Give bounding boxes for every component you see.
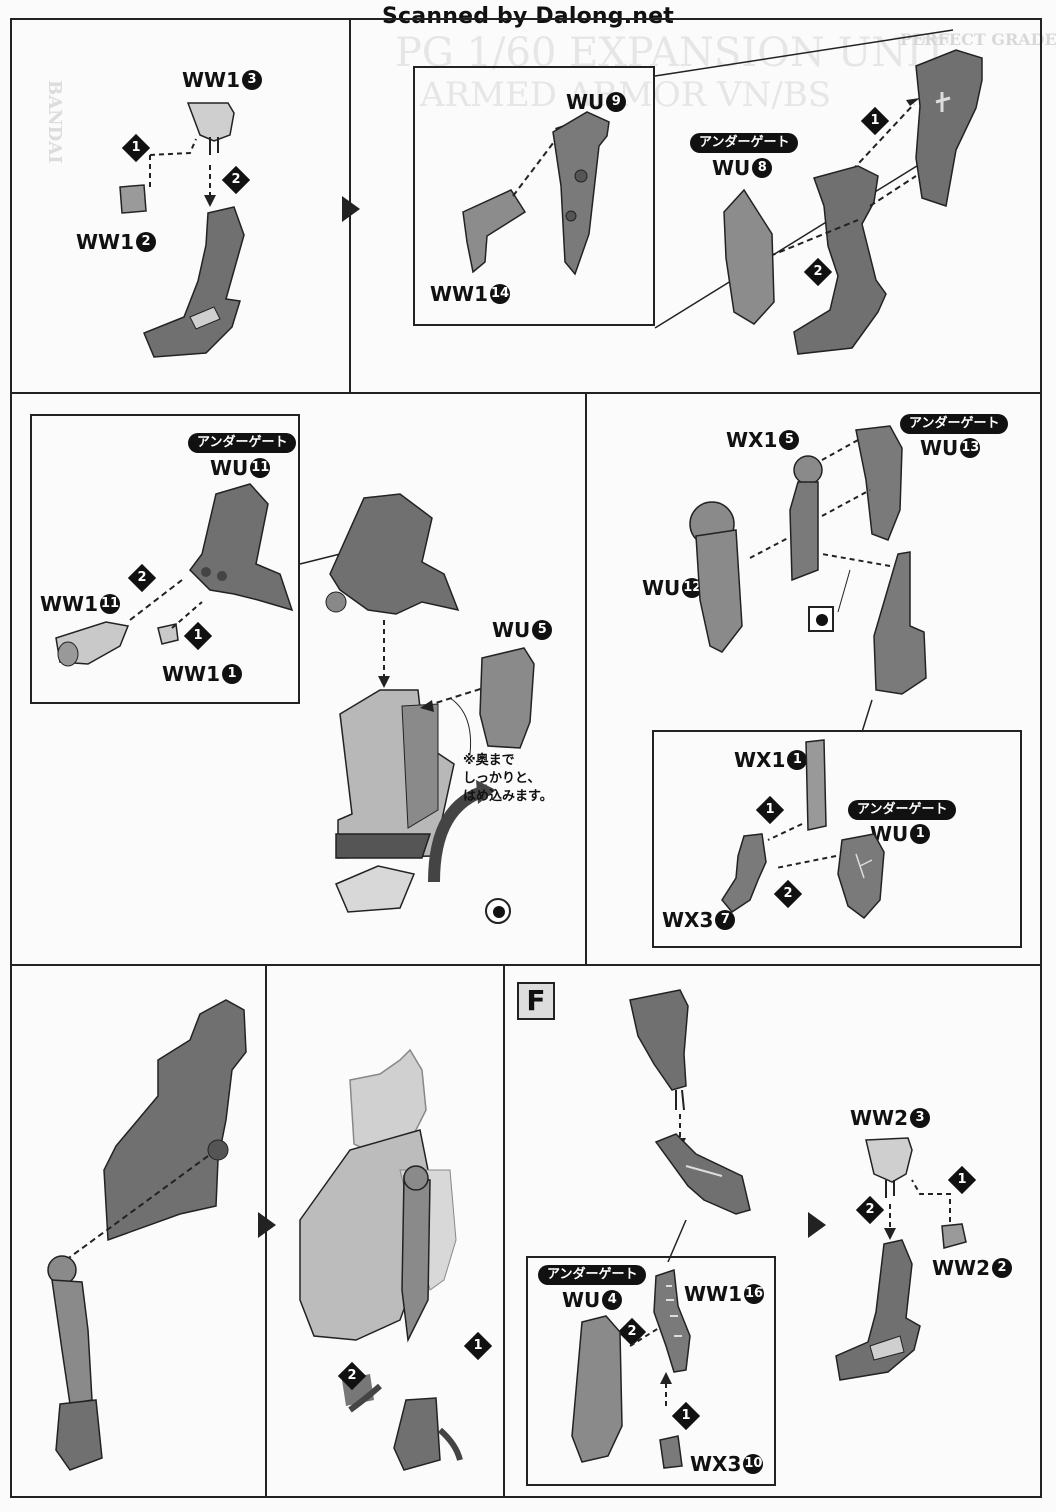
- panel7-parts-drawing: [47, 999, 247, 1471]
- page-border: [10, 18, 1042, 1498]
- watermark-line-1: PG 1/60 EXPANSION UNIT: [395, 30, 949, 76]
- assembly-note: ※奥までしっかりと、はめ込みます。: [463, 753, 553, 804]
- col-divider-r2: [585, 394, 587, 964]
- watermark-grade: PERFECT GRADE: [900, 30, 1056, 49]
- panel2-parts-drawing: [462, 29, 954, 329]
- panel5-parts-drawing: [689, 425, 927, 733]
- panel3-parts-drawing: [723, 49, 983, 355]
- flow-arrow-2: [258, 1212, 276, 1238]
- inset-box-wu4: [526, 1256, 776, 1486]
- panel1-parts-drawing: [119, 102, 245, 358]
- panel10-parts-drawing: [571, 1268, 691, 1469]
- step-marker-10: 2: [337, 1361, 367, 1391]
- row-divider-2: [10, 964, 1042, 966]
- flow-arrow-1: [342, 196, 360, 222]
- inset-box-wu1: [652, 730, 1022, 948]
- panel11-parts-drawing: [835, 1137, 967, 1381]
- scan-credit: Scanned by Dalong.net: [382, 4, 674, 29]
- inset-box-wu9: [413, 66, 655, 326]
- step-marker-9: 1: [463, 1331, 493, 1361]
- panel8-parts-drawing: [299, 1048, 463, 1471]
- seal-symbol-1: [485, 898, 511, 924]
- flow-arrow-3: [808, 1212, 826, 1238]
- panel9-parts-drawing: [629, 989, 751, 1263]
- panel6-parts-drawing: [721, 739, 885, 920]
- under-gate-badge-wu13: アンダーゲート: [900, 414, 1009, 434]
- col-divider-r3b: [503, 966, 505, 1498]
- watermark-bandai: BANDAI: [44, 80, 65, 164]
- row-divider-1: [10, 392, 1042, 394]
- under-gate-badge-wu11: アンダーゲート: [188, 433, 297, 453]
- section-letter-f: F: [517, 982, 555, 1020]
- under-gate-badge-wu1: アンダーゲート: [848, 800, 957, 820]
- under-gate-badge-wu8: アンダーゲート: [690, 133, 799, 153]
- under-gate-badge-wu4: アンダーゲート: [538, 1265, 647, 1285]
- seal-symbol-2: [808, 606, 834, 632]
- panel4-parts-drawing: [55, 483, 535, 913]
- watermark-line-2: ARMED ARMOR VN/BS: [420, 75, 832, 115]
- inset-box-wu11: [30, 414, 300, 704]
